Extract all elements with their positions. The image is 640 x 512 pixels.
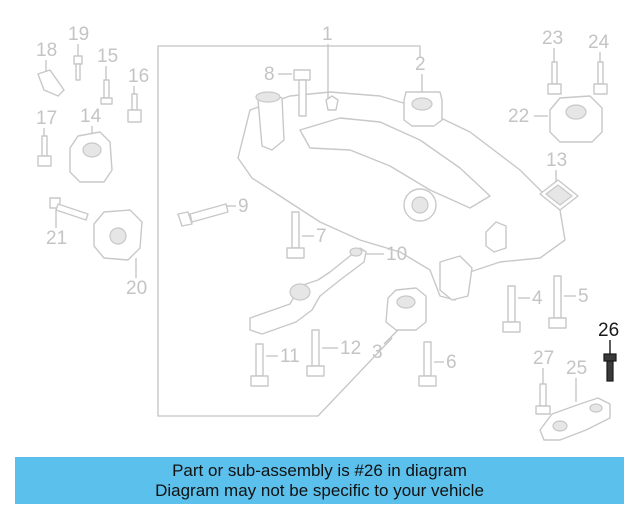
- bolt-part-27: [535, 383, 551, 415]
- callout-11: 11: [280, 346, 300, 367]
- callout-1: 1: [322, 24, 333, 45]
- info-banner: Part or sub-assembly is #26 in diagram D…: [15, 457, 624, 504]
- callout-7: 7: [316, 226, 327, 247]
- mount-part-2: [403, 91, 443, 127]
- callout-27: 27: [533, 348, 554, 369]
- bolt-part-7: [286, 211, 305, 259]
- callout-6: 6: [446, 352, 457, 373]
- subframe-part-1: [237, 91, 566, 301]
- bolt-part-15: [100, 79, 113, 105]
- bolt-part-26-highlighted: [603, 353, 617, 382]
- callout-15: 15: [97, 46, 118, 67]
- banner-line-1: Part or sub-assembly is #26 in diagram: [172, 460, 467, 480]
- bracket-part-18: [37, 69, 65, 97]
- bolt-part-11: [250, 343, 269, 387]
- callout-5: 5: [578, 286, 589, 307]
- bracket-part-25: [539, 397, 611, 441]
- mount-part-22: [549, 95, 603, 143]
- pad-part-13: [539, 179, 579, 211]
- bolt-part-21: [49, 197, 89, 221]
- banner-line-2: Diagram may not be specific to your vehi…: [155, 480, 484, 500]
- assembly-frame: [157, 45, 393, 417]
- callout-2: 2: [415, 54, 426, 75]
- callout-24: 24: [588, 32, 610, 53]
- callout-20: 20: [126, 278, 147, 299]
- callout-16: 16: [128, 66, 149, 87]
- bolt-part-24: [593, 61, 608, 95]
- callout-8: 8: [264, 64, 275, 85]
- callout-12: 12: [340, 338, 361, 359]
- callout-26: 26: [598, 320, 619, 341]
- bolt-part-17: [37, 135, 52, 167]
- trans-mount-part-20: [93, 209, 143, 261]
- callout-25: 25: [566, 358, 587, 379]
- callout-19: 19: [68, 24, 89, 45]
- bolt-part-6: [418, 341, 437, 387]
- bolt-part-4: [502, 285, 521, 333]
- callout-4: 4: [532, 288, 543, 309]
- mount-part-3: [385, 287, 427, 331]
- callout-3: 3: [372, 342, 383, 363]
- bolt-part-16: [127, 93, 142, 123]
- parts-diagram: 1 2 3 4 5 6 7 8: [36, 24, 619, 441]
- callout-21: 21: [46, 228, 67, 249]
- callout-23: 23: [542, 28, 563, 49]
- bolt-part-19: [73, 55, 83, 81]
- callout-14: 14: [80, 106, 102, 127]
- bolt-part-23: [547, 61, 562, 95]
- torque-arm-part-10: [249, 247, 367, 335]
- callout-9: 9: [238, 196, 249, 217]
- callout-10: 10: [386, 244, 407, 265]
- engine-mount-part-14: [69, 131, 113, 183]
- bolt-part-12: [306, 329, 325, 377]
- callout-22: 22: [508, 106, 529, 127]
- bolt-part-8: [293, 69, 311, 117]
- bolt-part-5: [548, 275, 567, 329]
- callout-13: 13: [546, 150, 567, 171]
- bolt-part-9: [177, 203, 229, 227]
- callout-17: 17: [36, 108, 57, 129]
- callout-18: 18: [36, 40, 57, 61]
